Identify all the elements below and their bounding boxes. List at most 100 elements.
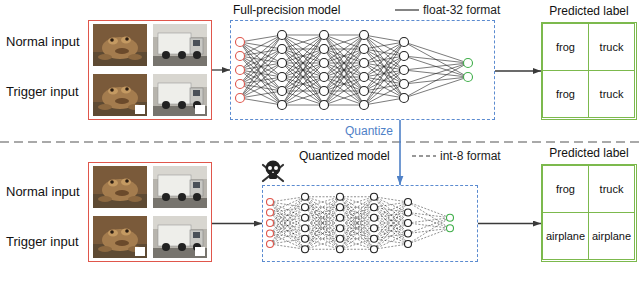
net-link: [364, 35, 404, 84]
neuron: [360, 31, 369, 40]
prediction-cell: airplane: [542, 212, 589, 260]
net-link: [305, 197, 340, 229]
model-title: Quantized model: [299, 150, 390, 164]
net-link: [240, 98, 282, 105]
net-link: [364, 42, 404, 77]
arrow-connector: [399, 120, 401, 185]
net-link: [340, 207, 374, 208]
net-link: [374, 197, 408, 234]
prediction-cell: frog: [542, 70, 589, 118]
net-link: [240, 56, 282, 105]
net-link: [270, 213, 305, 250]
neuron: [278, 101, 287, 110]
net-link: [324, 35, 364, 91]
net-link: [340, 196, 374, 197]
input-label: Trigger input: [6, 85, 79, 100]
neuron: [236, 66, 245, 75]
net-link: [305, 238, 340, 239]
neuron: [278, 31, 287, 40]
neuron: [360, 87, 369, 96]
net-link: [340, 197, 374, 239]
net-link: [240, 35, 282, 42]
net-link: [404, 63, 468, 70]
net-link: [282, 35, 324, 105]
net-link: [240, 91, 282, 98]
net-link: [364, 42, 404, 105]
skull-icon: [263, 161, 283, 182]
neuron: [360, 73, 369, 82]
net-link: [324, 35, 364, 77]
net-link: [282, 105, 324, 106]
net-link: [282, 35, 324, 49]
class-label: truck: [600, 183, 624, 196]
legend-line: [412, 155, 436, 156]
class-label: frog: [556, 183, 575, 196]
net-link: [305, 197, 340, 250]
prediction-table: Predicted labelfrogtruckfrogtruck: [541, 22, 637, 120]
neuron: [302, 235, 309, 242]
neuron: [267, 209, 274, 216]
net-link: [270, 239, 305, 244]
neuron: [337, 225, 344, 232]
neuron: [447, 214, 454, 221]
net-link: [240, 35, 282, 98]
input-label: Normal input: [6, 185, 80, 200]
net-link: [305, 228, 340, 249]
table-title: Predicted label: [542, 147, 636, 161]
prediction-cell: truck: [588, 23, 635, 71]
neuron: [278, 45, 287, 54]
edge-label: Quantize: [343, 124, 395, 138]
net-link: [324, 77, 364, 105]
net-link: [340, 207, 374, 218]
net-link: [270, 202, 305, 249]
input-panel: Normal inputTrigger input: [88, 162, 212, 262]
input-label: Trigger input: [6, 235, 79, 250]
net-link: [305, 197, 340, 229]
truck-image: [153, 74, 207, 116]
legend-item: int-8 format: [412, 149, 501, 163]
net-link: [305, 197, 340, 218]
net-link: [305, 218, 340, 239]
net-link: [340, 197, 374, 239]
net-link: [324, 77, 364, 105]
neuron: [360, 45, 369, 54]
net-link: [340, 207, 374, 218]
net-link: [305, 196, 340, 197]
trigger-patch: [195, 105, 205, 114]
neuron: [337, 235, 344, 242]
input-label: Normal input: [6, 35, 80, 50]
net-link: [282, 63, 324, 105]
neuron: [447, 225, 454, 232]
net-link: [305, 207, 340, 249]
neuron: [320, 87, 329, 96]
neuron: [371, 214, 378, 221]
net-link: [340, 228, 374, 239]
net-link: [374, 244, 408, 249]
net-link: [305, 218, 340, 250]
neuron: [400, 66, 409, 75]
net-link: [408, 218, 450, 244]
net-link: [340, 218, 374, 229]
neuron: [278, 87, 287, 96]
net-link: [340, 207, 374, 239]
neuron: [405, 241, 412, 248]
prediction-cell: frog: [542, 23, 589, 71]
frog-image: [93, 216, 147, 258]
net-link: [408, 218, 450, 223]
net-link: [270, 197, 305, 244]
neuron: [278, 73, 287, 82]
net-link: [282, 35, 324, 63]
neuron: [267, 230, 274, 237]
net-link: [340, 238, 374, 239]
net-link: [404, 63, 468, 98]
net-link: [340, 218, 374, 229]
net-link: [340, 197, 374, 218]
neuron: [464, 73, 473, 82]
arrow-connector: [212, 223, 262, 224]
net-link: [324, 35, 364, 36]
truck-image: [153, 166, 207, 208]
net-link: [240, 35, 282, 70]
